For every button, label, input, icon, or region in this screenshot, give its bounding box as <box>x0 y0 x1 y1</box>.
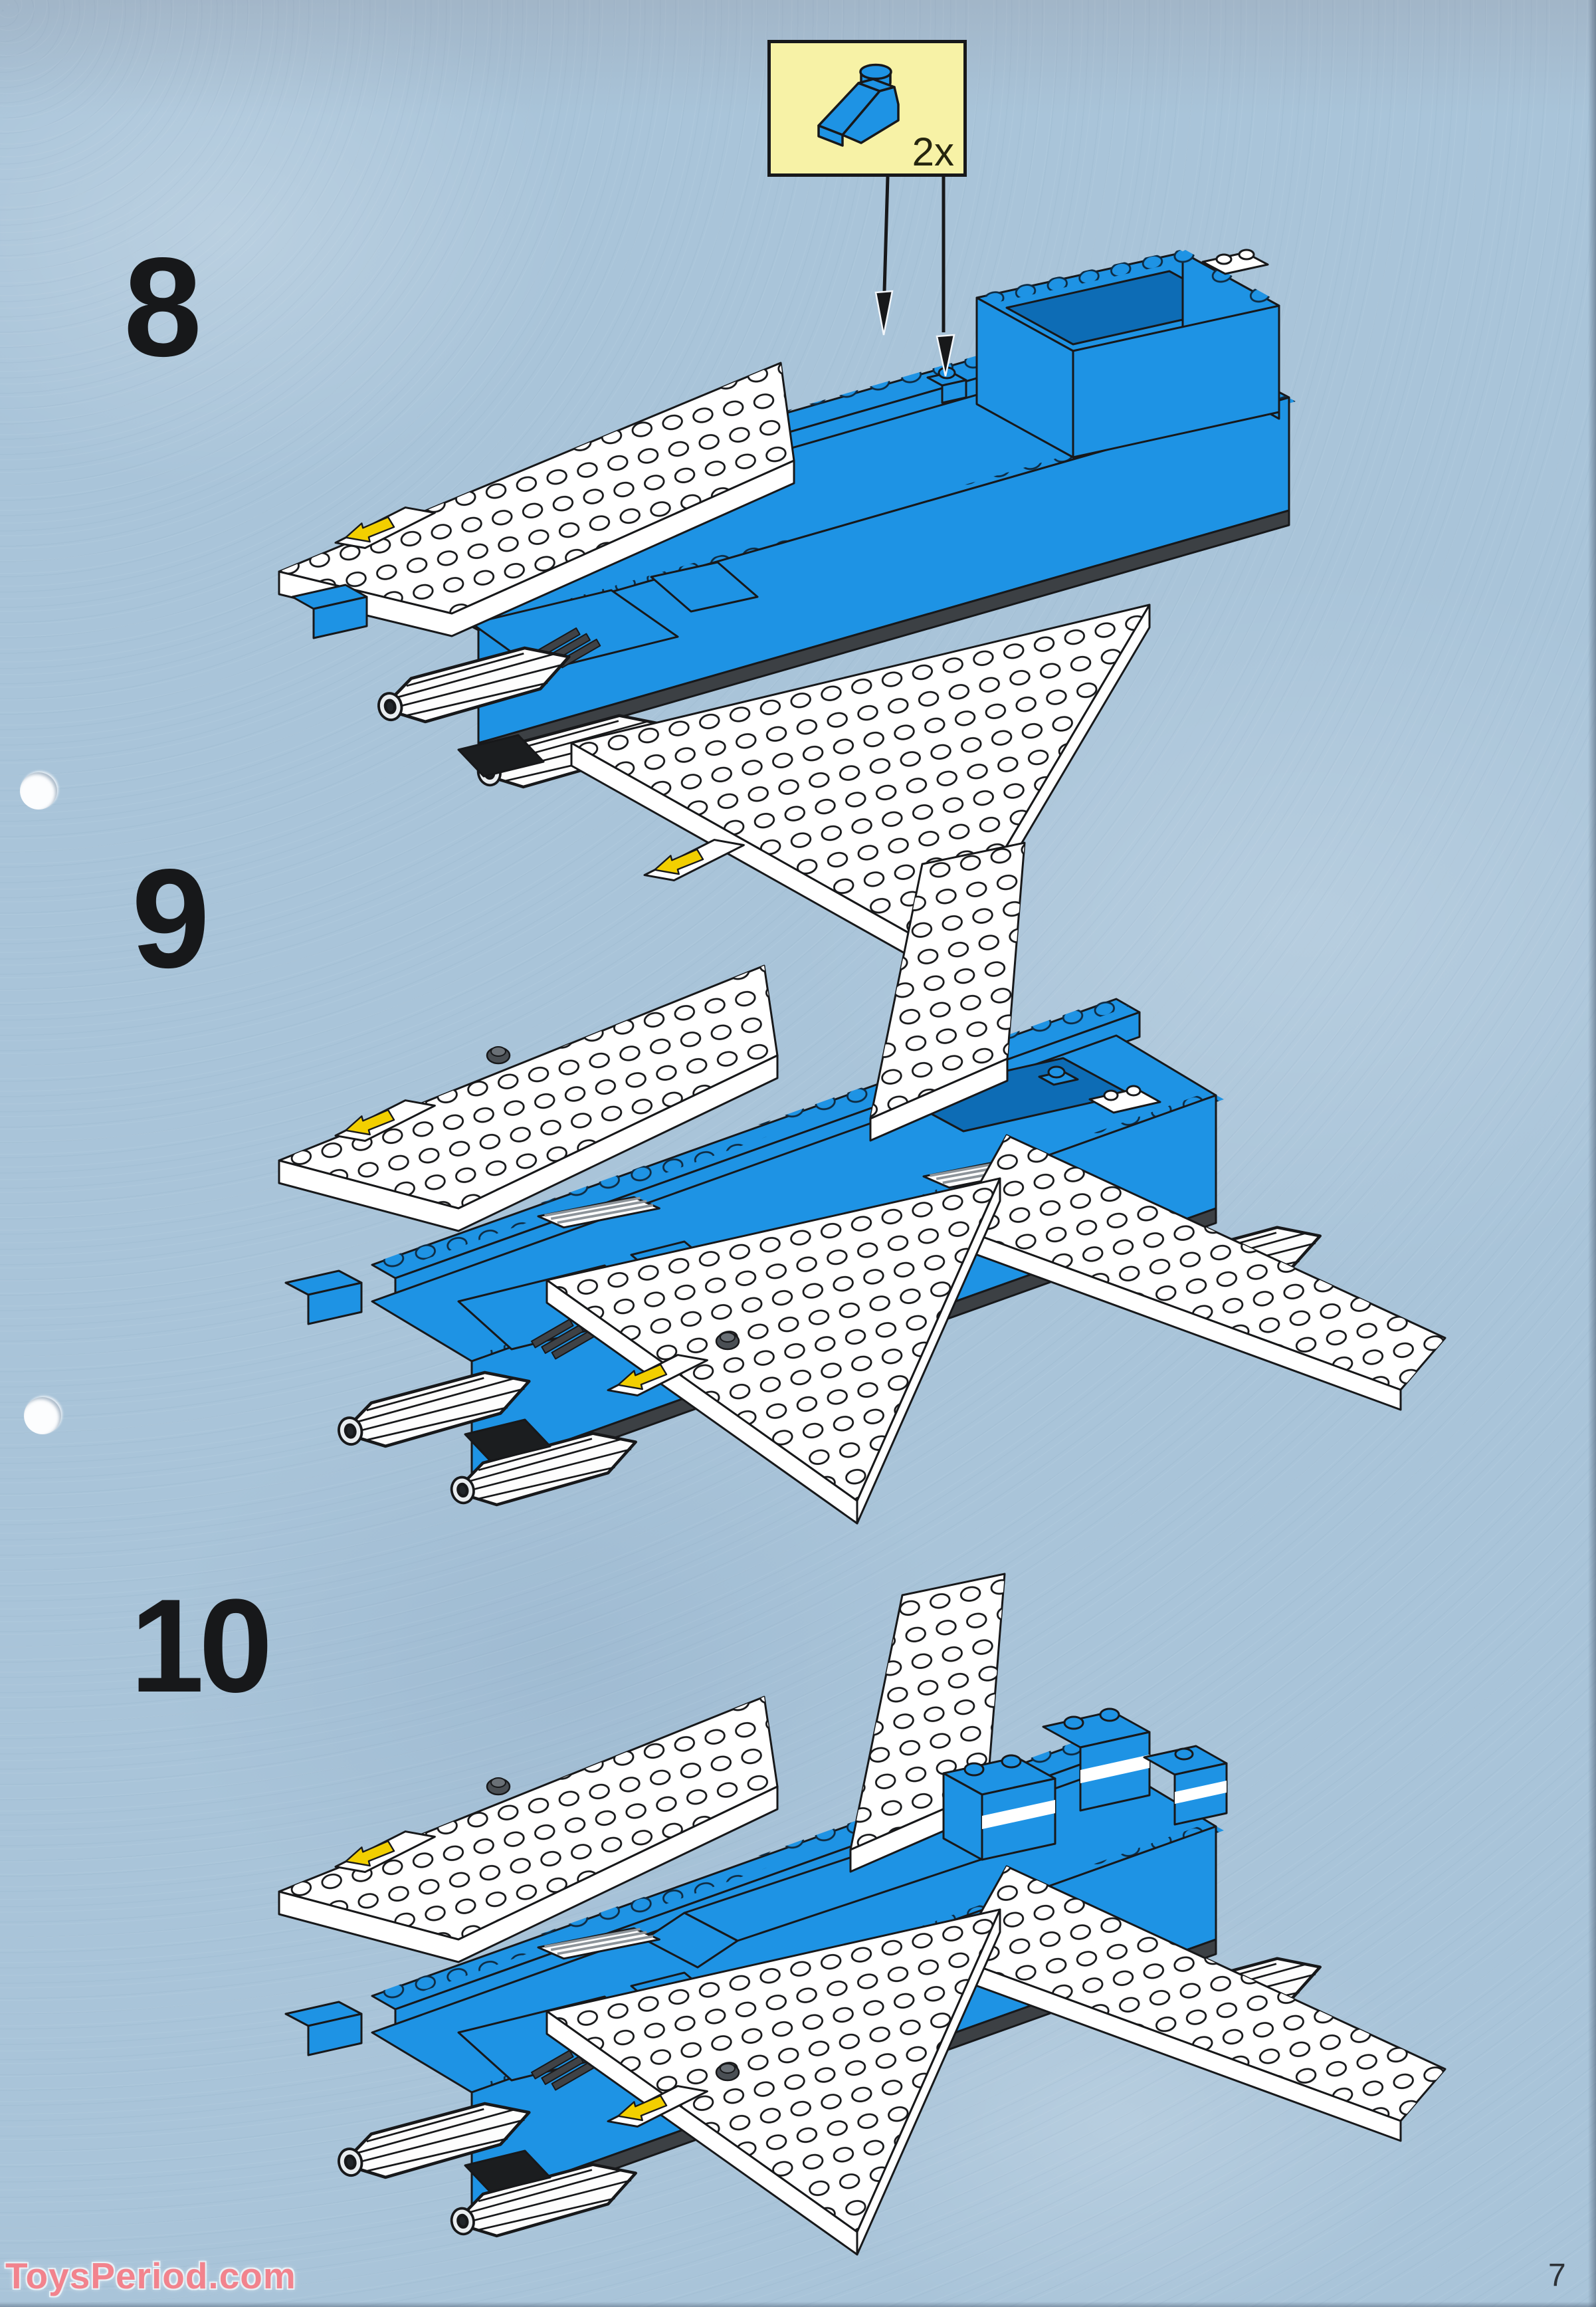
hull-nose-wedge <box>464 2149 551 2193</box>
cockpit-box <box>926 249 1281 459</box>
wingtip-brick <box>284 2001 363 2056</box>
callout-quantity: 2x <box>912 130 954 174</box>
scan-edge-bottom <box>0 2302 1596 2307</box>
page-number: 7 <box>1548 2258 1566 2293</box>
callout-arrows <box>874 177 955 377</box>
wingtip-brick <box>284 1269 363 1325</box>
hull-nose-wedge <box>457 734 545 778</box>
down-arrow-icon <box>936 177 955 377</box>
tail-fin-plate <box>869 841 1026 1142</box>
dark-round-stud <box>486 1045 511 1065</box>
lower-wing-plate <box>546 1908 1001 2256</box>
dark-round-stud <box>715 2062 740 2082</box>
parts-callout: 2x <box>767 40 967 177</box>
left-wing-plate <box>278 964 779 1232</box>
down-arrow-icon <box>874 177 894 336</box>
lego-model-step-9 <box>278 841 1446 1525</box>
left-wing-plate <box>278 1696 779 1963</box>
step-10-label: 10 <box>130 1572 272 1720</box>
wingtip-brick <box>291 584 368 639</box>
tailplane-wing <box>954 1134 1446 1411</box>
lego-model-step-10 <box>278 1573 1446 2256</box>
watermark: ToysPeriod.com <box>5 2255 296 2296</box>
hole-punch-bottom <box>24 1397 61 1434</box>
dark-round-stud <box>715 1331 740 1351</box>
step-8-label: 8 <box>124 228 202 385</box>
slope-brick-icon <box>817 63 900 147</box>
scan-edge-right <box>1588 0 1596 2307</box>
left-wing-plate <box>278 362 795 637</box>
rear-cabin-bricks <box>942 1707 1228 1861</box>
hull-nose-wedge <box>464 1418 551 1462</box>
lower-wing-plate <box>546 1177 1001 1525</box>
dark-round-stud <box>486 1777 511 1796</box>
lego-model-step-8 <box>278 249 1296 969</box>
hole-punch-top <box>20 772 57 810</box>
step-9-label: 9 <box>132 839 210 997</box>
